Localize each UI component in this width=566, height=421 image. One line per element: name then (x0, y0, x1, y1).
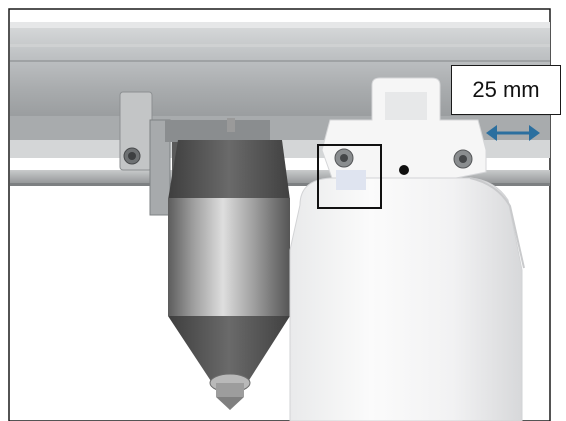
square-highlight-box (317, 144, 382, 209)
housing-hole (399, 165, 409, 175)
steel-lamp-body (168, 118, 290, 410)
measurement-label: 25 mm (451, 65, 561, 115)
white-lamp-housing (289, 77, 525, 421)
double-headed-horizontal-arrow (486, 125, 540, 141)
